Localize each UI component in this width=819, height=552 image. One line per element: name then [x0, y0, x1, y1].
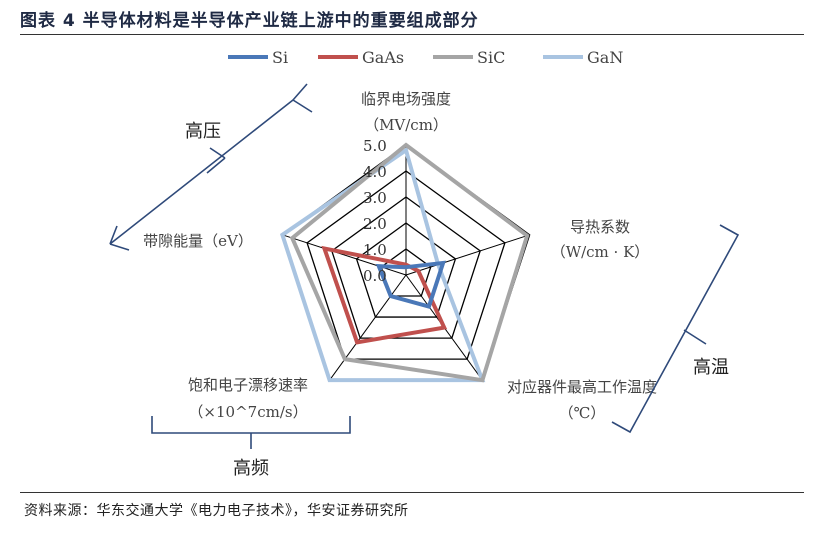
grid-ring-4: [306, 170, 506, 360]
axis-unit-1: （W/cm · K）: [551, 243, 650, 261]
axis-label-3: 饱和电子漂移速率: [188, 376, 308, 394]
spoke-1: [405, 234, 530, 276]
axis-label-0: 临界电场强度: [361, 90, 451, 108]
spoke-3: [329, 274, 407, 381]
high-temp-bracket: [611, 224, 740, 434]
high-temp-label: 高温: [693, 357, 729, 378]
axis-label-2: 对应器件最高工作温度: [507, 378, 657, 396]
tick-label: 5.0: [363, 137, 387, 155]
high-freq-label: 高频: [233, 458, 269, 479]
high-voltage-bracket: [109, 83, 313, 251]
tick-label: 3.0: [363, 189, 387, 207]
axis-label-4: 带隙能量（eV）: [143, 232, 253, 250]
series-gaas-line: [321, 245, 448, 345]
legend-label-si: Si: [272, 48, 288, 67]
bottom-rule: [20, 492, 804, 493]
grid-ring-3: [331, 196, 481, 339]
radial-ticks: 0.0 1.0 2.0 3.0 4.0 5.0: [363, 137, 387, 285]
tick-label: 2.0: [363, 215, 387, 233]
tick-label: 0.0: [363, 267, 387, 285]
source-note: 资料来源：华东交通大学《电力电子技术》，华安证券研究所: [24, 503, 409, 519]
axis-unit-3: （×10^7cm/s）: [188, 403, 307, 421]
radar-series: [279, 142, 530, 383]
high-voltage-label: 高压: [185, 121, 221, 142]
axis-unit-0: （MV/cm）: [364, 116, 448, 134]
legend-label-sic: SiC: [477, 48, 505, 67]
tick-label: 4.0: [363, 163, 387, 181]
series-si-line: [375, 260, 446, 309]
axis-labels: 临界电场强度 （MV/cm） 导热系数 （W/cm · K） 对应器件最高工作温度 （℃）…: [143, 90, 657, 422]
chart-title: 图表 4 半导体材料是半导体产业链上游中的重要组成部分: [20, 11, 479, 31]
tick-label: 1.0: [363, 241, 387, 259]
top-rule: [20, 34, 804, 35]
grid-ring-2: [355, 222, 457, 318]
series-sic-line: [289, 142, 530, 383]
legend: Si GaAs SiC GaN: [228, 48, 623, 67]
high-freq-bracket: [151, 416, 351, 449]
axis-unit-2: （℃）: [559, 404, 606, 422]
legend-label-gaas: GaAs: [362, 48, 404, 67]
legend-label-gan: GaN: [587, 48, 623, 67]
axis-label-1: 导热系数: [570, 218, 630, 236]
series-gan-line: [279, 146, 486, 383]
